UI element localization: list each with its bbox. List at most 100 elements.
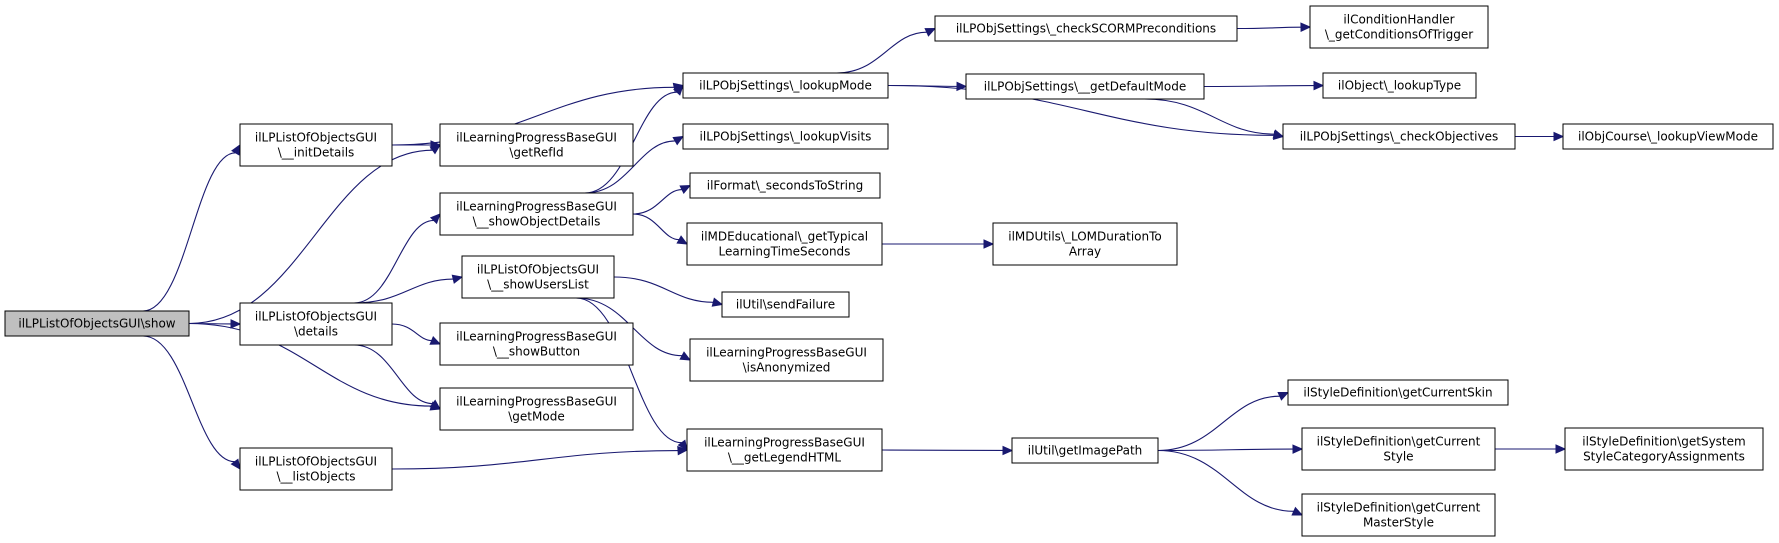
arrowhead: [1277, 391, 1290, 401]
node-sendFailure[interactable]: ilUtil\sendFailure: [721, 291, 850, 318]
edge-line: [391, 450, 679, 470]
edge-line: [836, 31, 927, 74]
edge-line: [353, 278, 454, 304]
arrowhead: [1553, 131, 1565, 142]
arrowhead: [676, 235, 689, 245]
node-conditions[interactable]: ilConditionHandler\_getConditionsOfTrigg…: [1309, 5, 1489, 49]
node-typicalTime[interactable]: ilMDEducational\_getTypicalLearningTimeS…: [686, 222, 883, 266]
edge-details-to-showUsersList: [353, 274, 464, 304]
node-box: [1564, 427, 1764, 471]
node-label: \__listObjects: [276, 470, 355, 484]
arrowhead: [429, 213, 441, 225]
node-label: ilLearningProgressBaseGUI: [456, 200, 617, 214]
node-box: [1282, 123, 1516, 150]
node-courseView[interactable]: ilObjCourse\_lookupViewMode: [1562, 123, 1774, 150]
edge-defaultMode-to-lookupType: [1203, 80, 1325, 91]
edge-line: [887, 84, 1275, 136]
edge-line: [391, 323, 432, 342]
node-label: \__showUsersList: [487, 278, 589, 292]
node-label: LearningTimeSeconds: [719, 245, 851, 259]
node-isAnonymized[interactable]: ilLearningProgressBaseGUI\isAnonymized: [689, 338, 884, 382]
edge-imagePath-to-masterStyle: [1157, 449, 1304, 516]
node-box: [1287, 379, 1509, 406]
edge-showObjectDetails-to-lookupVisits: [584, 135, 685, 194]
edge-details-to-getMode: [353, 344, 441, 410]
node-imagePath[interactable]: ilUtil\getImagePath: [1011, 437, 1159, 464]
node-lookupVisits[interactable]: ilLPObjSettings\_lookupVisits: [682, 123, 889, 150]
node-label: \getRefId: [509, 146, 563, 160]
node-showUsersList[interactable]: ilLPListOfObjectsGUI\__showUsersList: [461, 255, 615, 299]
node-label: ilLPListOfObjectsGUI: [255, 131, 377, 145]
node-label: \isAnonymized: [743, 361, 831, 375]
node-getMode[interactable]: ilLearningProgressBaseGUI\getMode: [439, 387, 634, 431]
node-label: ilLearningProgressBaseGUI: [706, 346, 867, 360]
edge-currentStyle-to-systemStyle: [1495, 444, 1567, 454]
arrowhead: [983, 239, 995, 249]
arrowhead: [231, 143, 241, 156]
arrowhead: [924, 27, 937, 37]
node-box: [461, 255, 615, 299]
node-label: \details: [294, 325, 338, 339]
arrowhead: [429, 399, 441, 410]
node-label: ilUtil\getImagePath: [1028, 444, 1143, 458]
edge-details-to-showObjectDetails: [353, 213, 441, 304]
node-initDetails[interactable]: ilLPListOfObjectsGUI\__initDetails: [239, 123, 393, 167]
node-label: Array: [1069, 245, 1101, 259]
node-label: ilLPListOfObjectsGUI: [255, 455, 377, 469]
node-box: [689, 338, 884, 382]
node-currentSkin[interactable]: ilStyleDefinition\getCurrentSkin: [1287, 379, 1509, 406]
node-label: ilConditionHandler: [1343, 13, 1454, 27]
edge-line: [142, 152, 236, 312]
node-box: [682, 123, 889, 150]
node-lookupMode[interactable]: ilLPObjSettings\_lookupMode: [682, 72, 889, 99]
node-scorm[interactable]: ilLPObjSettings\_checkSCORMPreconditions: [934, 15, 1238, 42]
node-legendHTML[interactable]: ilLearningProgressBaseGUI\__getLegendHTM…: [686, 428, 883, 472]
node-box: [992, 222, 1178, 266]
node-label: ilFormat\_secondsToString: [707, 179, 864, 193]
node-box: [721, 291, 850, 318]
arrowhead: [451, 274, 464, 284]
node-secondsToString[interactable]: ilFormat\_secondsToString: [689, 172, 881, 199]
node-getRefId[interactable]: ilLearningProgressBaseGUI\getRefId: [439, 123, 634, 167]
node-checkObjectives[interactable]: ilLPObjSettings\_checkObjectives: [1282, 123, 1516, 150]
node-systemStyle[interactable]: ilStyleDefinition\getSystemStyleCategory…: [1564, 427, 1764, 471]
arrowhead: [429, 335, 442, 345]
edge-line: [632, 188, 682, 215]
edge-legendHTML-to-imagePath: [881, 445, 1014, 456]
edge-show-to-listObjects: [142, 335, 241, 470]
edge-line: [1157, 395, 1280, 452]
node-defaultMode[interactable]: ilLPObjSettings\__getDefaultMode: [965, 73, 1205, 100]
node-box: [1301, 427, 1496, 471]
node-label: Style: [1383, 450, 1413, 464]
edge-initDetails-to-getRefId: [392, 140, 442, 150]
node-box: [934, 15, 1238, 42]
arrowhead: [230, 458, 241, 470]
arrowhead: [1292, 444, 1304, 454]
node-box: [239, 447, 393, 491]
edge-line: [632, 213, 680, 241]
edge-details-to-showButton: [391, 323, 442, 345]
node-details[interactable]: ilLPListOfObjectsGUI\details: [239, 302, 393, 346]
node-show[interactable]: ilLPListOfObjectsGUI\show: [4, 310, 190, 337]
arrowhead: [673, 84, 684, 96]
edge-scorm-to-conditions: [1236, 22, 1312, 32]
arrowhead: [1272, 129, 1285, 139]
node-label: ilStyleDefinition\getSystem: [1582, 435, 1745, 449]
edge-line: [584, 140, 676, 194]
node-box: [439, 123, 634, 167]
node-showObjectDetails[interactable]: ilLearningProgressBaseGUI\__showObjectDe…: [439, 192, 634, 236]
node-box: [686, 222, 883, 266]
node-label: StyleCategoryAssignments: [1583, 450, 1745, 464]
node-lookupType[interactable]: ilObject\_lookupType: [1322, 72, 1477, 99]
node-box: [686, 428, 883, 472]
node-box: [1011, 437, 1159, 464]
node-box: [239, 123, 393, 167]
node-listObjects[interactable]: ilLPListOfObjectsGUI\__listObjects: [239, 447, 393, 491]
node-box: [4, 310, 190, 337]
node-box: [1301, 493, 1496, 537]
node-showButton[interactable]: ilLearningProgressBaseGUI\__showButton: [439, 322, 634, 366]
edge-lookupMode-to-scorm: [836, 27, 937, 74]
